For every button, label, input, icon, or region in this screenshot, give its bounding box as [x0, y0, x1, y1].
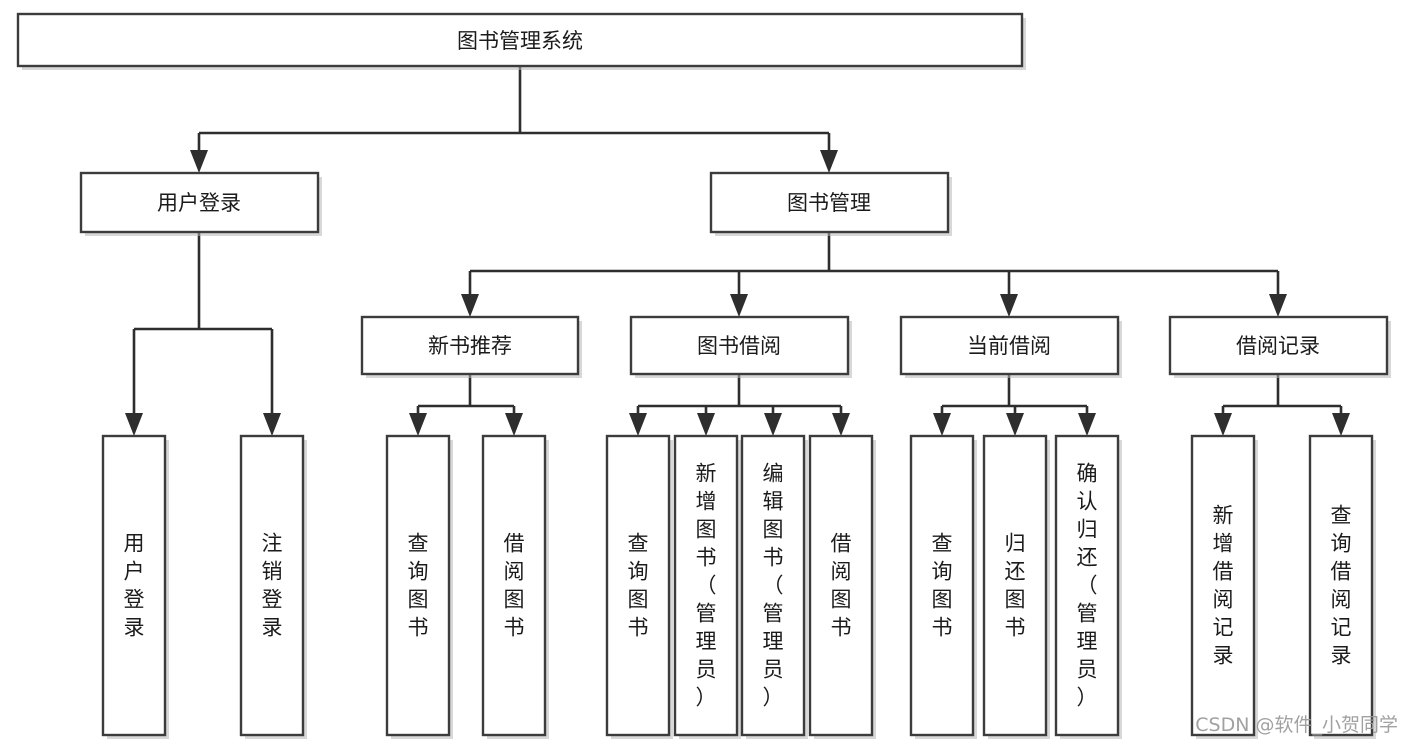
node-leaf-query-borrow-record-box[interactable]: [1308, 434, 1374, 737]
node-leaf-query-book-current-label: 查询图书: [932, 532, 953, 640]
node-leaf-query-book-borrow[interactable]: 查询图书: [605, 434, 673, 739]
arrow-to-leaf-add-borrow-record: [1214, 413, 1232, 436]
node-leaf-user-login-label: 用户登录: [124, 532, 145, 640]
node-borrow-record-box[interactable]: [1168, 315, 1389, 376]
node-user-login[interactable]: 用户登录: [79, 171, 322, 236]
connector-new-book-recommend-trunk: [416, 374, 516, 420]
node-leaf-borrow-book-rec-box[interactable]: [481, 434, 547, 737]
node-leaf-query-book-rec-box[interactable]: [385, 434, 451, 737]
node-root[interactable]: 图书管理系统: [16, 12, 1026, 70]
node-leaf-query-book-borrow-label: 查询图书: [628, 532, 649, 640]
node-leaf-add-book-admin-box[interactable]: [673, 434, 739, 737]
node-leaf-borrow-book[interactable]: 借阅图书: [808, 434, 876, 739]
arrow-to-current-borrow: [1000, 294, 1018, 317]
node-root-label: 图书管理系统: [457, 29, 583, 53]
node-new-book-recommend-label: 新书推荐: [428, 334, 512, 358]
arrow-to-new-book-recommend: [461, 294, 479, 317]
node-new-book-recommend[interactable]: 新书推荐: [360, 315, 582, 378]
arrow-to-leaf-edit-book-admin: [764, 413, 782, 436]
node-current-borrow[interactable]: 当前借阅: [899, 315, 1122, 378]
connector-root-trunk: [197, 66, 831, 157]
node-leaf-borrow-book-box[interactable]: [808, 434, 874, 737]
node-root-box[interactable]: [16, 12, 1024, 68]
csdn-watermark: CSDN @软件_小贺同学: [1195, 714, 1398, 736]
node-leaf-return-book[interactable]: 归还图书: [982, 434, 1050, 739]
connector-layer: [125, 66, 1350, 436]
node-leaf-query-book-current-box[interactable]: [909, 434, 975, 737]
node-leaf-confirm-return-admin-box[interactable]: [1054, 434, 1120, 737]
arrow-to-leaf-add-book-admin: [697, 413, 715, 436]
node-book-borrow-box[interactable]: [629, 315, 850, 376]
node-leaf-query-book-rec[interactable]: 查询图书: [385, 434, 453, 739]
arrow-to-book-manage: [820, 150, 838, 173]
node-leaf-edit-book-admin-box[interactable]: [740, 434, 806, 737]
node-leaf-edit-book-admin-label: 编辑图书（管理员）: [763, 462, 784, 710]
node-leaf-confirm-return-admin[interactable]: 确认归还（管理员）: [1054, 434, 1122, 739]
node-leaf-query-book-rec-label: 查询图书: [408, 532, 429, 640]
node-leaf-add-book-admin-label: 新增图书（管理员）: [696, 462, 717, 710]
node-leaf-add-borrow-record-label: 新增借阅记录: [1213, 504, 1234, 668]
node-leaf-query-book-current[interactable]: 查询图书: [909, 434, 977, 739]
node-leaf-borrow-book-rec[interactable]: 借阅图书: [481, 434, 549, 739]
node-leaf-query-book-borrow-box[interactable]: [605, 434, 671, 737]
arrow-to-leaf-confirm-return-admin: [1078, 413, 1096, 436]
node-user-login-label: 用户登录: [157, 191, 241, 215]
node-leaf-query-borrow-record-label: 查询借阅记录: [1331, 504, 1352, 668]
node-book-manage[interactable]: 图书管理: [709, 171, 952, 236]
node-leaf-query-borrow-record[interactable]: 查询借阅记录: [1308, 434, 1376, 739]
node-leaf-borrow-book-rec-label: 借阅图书: [504, 532, 525, 640]
node-leaf-logout[interactable]: 注销登录: [239, 434, 307, 739]
connector-book-manage-trunk: [468, 232, 1280, 301]
node-leaf-borrow-book-label: 借阅图书: [831, 532, 852, 640]
node-leaf-add-borrow-record-box[interactable]: [1190, 434, 1256, 737]
arrow-to-leaf-borrow-book-rec: [505, 413, 523, 436]
node-leaf-add-borrow-record[interactable]: 新增借阅记录: [1190, 434, 1258, 739]
node-new-book-recommend-box[interactable]: [360, 315, 580, 376]
node-borrow-record[interactable]: 借阅记录: [1168, 315, 1391, 378]
node-leaf-user-login-box[interactable]: [101, 434, 167, 737]
node-leaf-return-book-label: 归还图书: [1005, 532, 1026, 640]
arrow-to-user-login: [190, 150, 208, 173]
node-book-manage-box[interactable]: [709, 171, 950, 234]
node-leaf-edit-book-admin[interactable]: 编辑图书（管理员）: [740, 434, 808, 739]
arrow-to-leaf-borrow-book: [832, 413, 850, 436]
arrow-to-leaf-return-book: [1006, 413, 1024, 436]
arrow-to-leaf-user-login: [125, 413, 143, 436]
node-leaf-logout-label: 注销登录: [262, 532, 283, 640]
arrow-to-leaf-query-borrow-record: [1332, 413, 1350, 436]
arrow-to-leaf-query-book-current: [933, 413, 951, 436]
node-book-borrow-label: 图书借阅: [697, 334, 781, 358]
node-current-borrow-label: 当前借阅: [967, 334, 1051, 358]
arrow-to-leaf-logout: [263, 413, 281, 436]
connector-borrow-record-trunk: [1221, 374, 1343, 420]
node-book-manage-label: 图书管理: [787, 191, 871, 215]
node-leaf-user-login[interactable]: 用户登录: [101, 434, 169, 739]
node-leaf-confirm-return-admin-label: 确认归还（管理员）: [1077, 462, 1098, 710]
arrow-to-leaf-query-book-rec: [409, 413, 427, 436]
arrow-to-leaf-query-book-borrow: [629, 413, 647, 436]
node-user-login-box[interactable]: [79, 171, 320, 234]
node-book-borrow[interactable]: 图书借阅: [629, 315, 852, 378]
node-leaf-logout-box[interactable]: [239, 434, 305, 737]
arrow-to-book-borrow: [730, 294, 748, 317]
connector-user-login-trunk: [132, 232, 274, 420]
node-leaf-return-book-box[interactable]: [982, 434, 1048, 737]
arrow-to-borrow-record: [1269, 294, 1287, 317]
node-leaf-add-book-admin[interactable]: 新增图书（管理员）: [673, 434, 741, 739]
node-current-borrow-box[interactable]: [899, 315, 1120, 376]
connector-book-borrow-trunk: [636, 374, 843, 420]
leaf-node-layer: 用户登录 注销登录 查询图书 借阅图书 查询图书 新增图书（管理员） 编辑图书（管理员） 借阅…: [101, 434, 1376, 739]
node-borrow-record-label: 借阅记录: [1236, 334, 1320, 358]
